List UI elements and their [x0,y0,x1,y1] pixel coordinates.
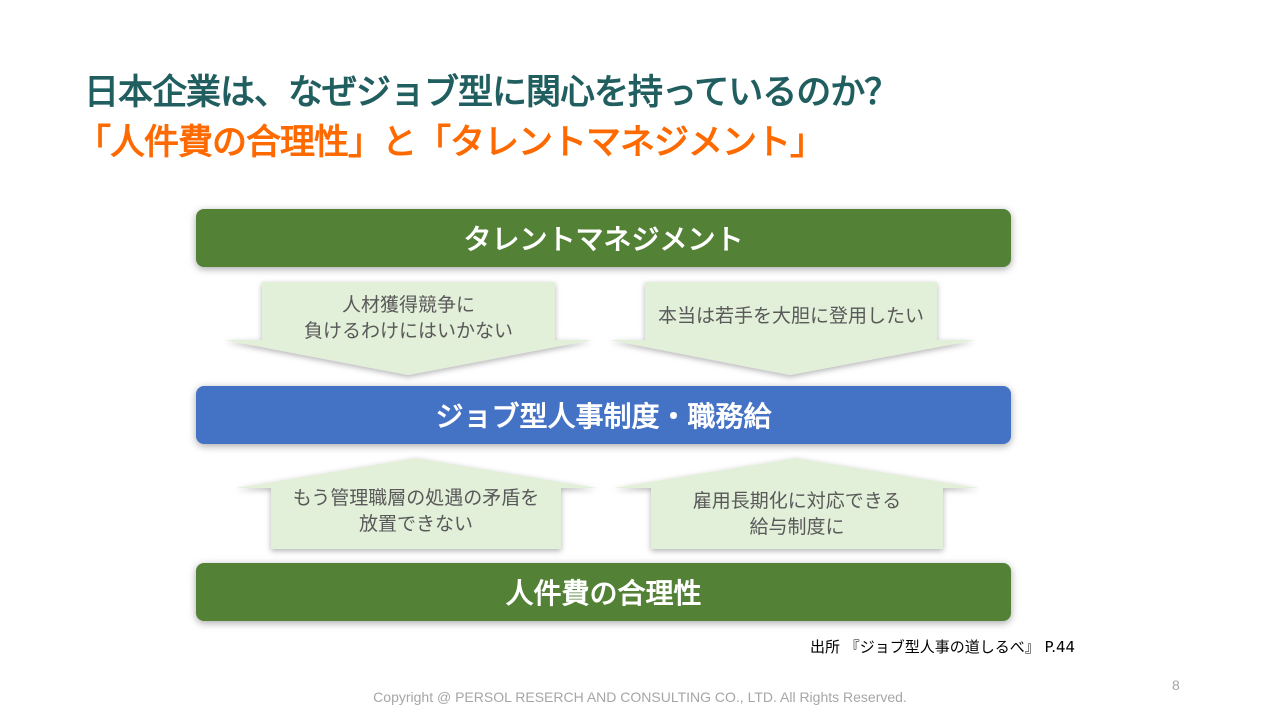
text-line: 給与制度に [749,516,845,538]
text-line: 負けるわけにはいかない [303,320,513,342]
down-arrow-left-text: 人材獲得競争に 負けるわけにはいかない [262,292,555,344]
up-arrow-left [236,458,597,549]
slide-title: 日本企業は、なぜジョブ型に関心を持っているのか？ [84,73,899,113]
text-line: 雇用長期化に対応できる [692,490,902,512]
up-arrow-right-text: 雇用長期化に対応できる 給与制度に [651,488,943,540]
up-arrow-left-text: もう管理職層の処遇の矛盾を 放置できない [271,485,561,537]
job-based-hr-box: ジョブ型人事制度・職務給 [196,386,1011,444]
copyright: Copyright @ PERSOL RESERCH AND CONSULTIN… [373,689,907,705]
text-line: 本当は若手を大胆に登用したい [657,305,924,327]
page-number: 8 [1172,677,1180,693]
talent-management-box: タレントマネジメント [196,209,1011,267]
down-arrow-right-text: 本当は若手を大胆に登用したい [645,303,937,329]
down-arrow-left [225,282,592,375]
down-arrow-right [610,282,975,375]
slide-subtitle: 「人件費の合理性」と「タレントマネジメント」 [76,123,825,163]
source-citation: 出所 『ジョブ型人事の道しるべ』 P.44 [810,638,1076,656]
text-line: 放置できない [358,513,473,535]
up-arrow-right [614,458,979,549]
text-line: もう管理職層の処遇の矛盾を [292,487,540,509]
labor-cost-rationality-box: 人件費の合理性 [196,563,1011,621]
text-line: 人材獲得競争に [341,294,475,316]
